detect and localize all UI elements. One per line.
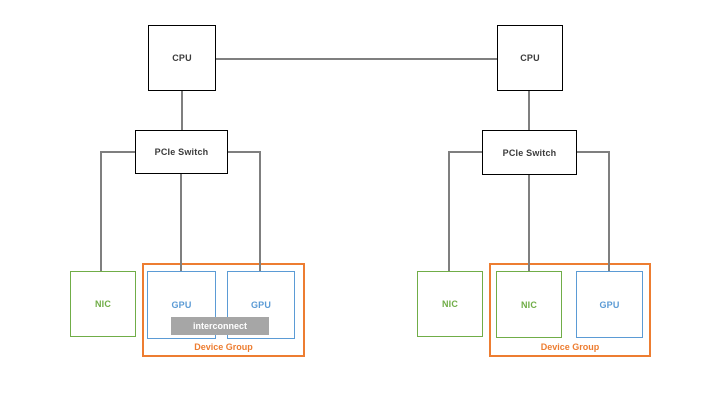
edge-pcie-left-to-gpu2-vertical	[259, 151, 261, 271]
nic-right-outer-node: NIC	[417, 271, 483, 337]
interconnect-bar: interconnect	[171, 317, 269, 335]
device-group-left-label: Device Group	[194, 342, 253, 352]
pcie-switch-left-node: PCIe Switch	[135, 130, 228, 174]
edge-pcie-left-to-nic-vertical	[100, 151, 102, 271]
pcie-switch-right-node: PCIe Switch	[482, 130, 577, 175]
device-group-right-label: Device Group	[540, 342, 600, 352]
edge-pcie-right-to-nic-outer-horizontal	[449, 151, 482, 153]
edge-pcie-right-to-gpu-vertical	[608, 151, 610, 271]
cpu-left-node: CPU	[148, 25, 216, 91]
edge-pcie-right-to-gpu-horizontal	[577, 151, 610, 153]
nic-right-inner-node: NIC	[496, 271, 562, 338]
edge-cpu-left-to-cpu-right	[216, 58, 497, 60]
cpu-right-node: CPU	[497, 25, 563, 91]
nic-left-node: NIC	[70, 271, 136, 337]
device-group-right: Device Group	[489, 263, 651, 357]
edge-pcie-right-to-nic-inner	[528, 175, 530, 271]
edge-pcie-right-to-nic-outer-vertical	[448, 151, 450, 271]
edge-cpu-left-to-pcie-left	[181, 91, 183, 130]
edge-pcie-left-to-gpu2-horizontal	[228, 151, 261, 153]
edge-cpu-right-to-pcie-right	[528, 91, 530, 130]
gpu-right-node: GPU	[576, 271, 643, 338]
edge-pcie-left-to-gpu1	[180, 174, 182, 271]
device-group-left: Device Group	[142, 263, 305, 357]
edge-pcie-left-to-nic-horizontal	[101, 151, 135, 153]
